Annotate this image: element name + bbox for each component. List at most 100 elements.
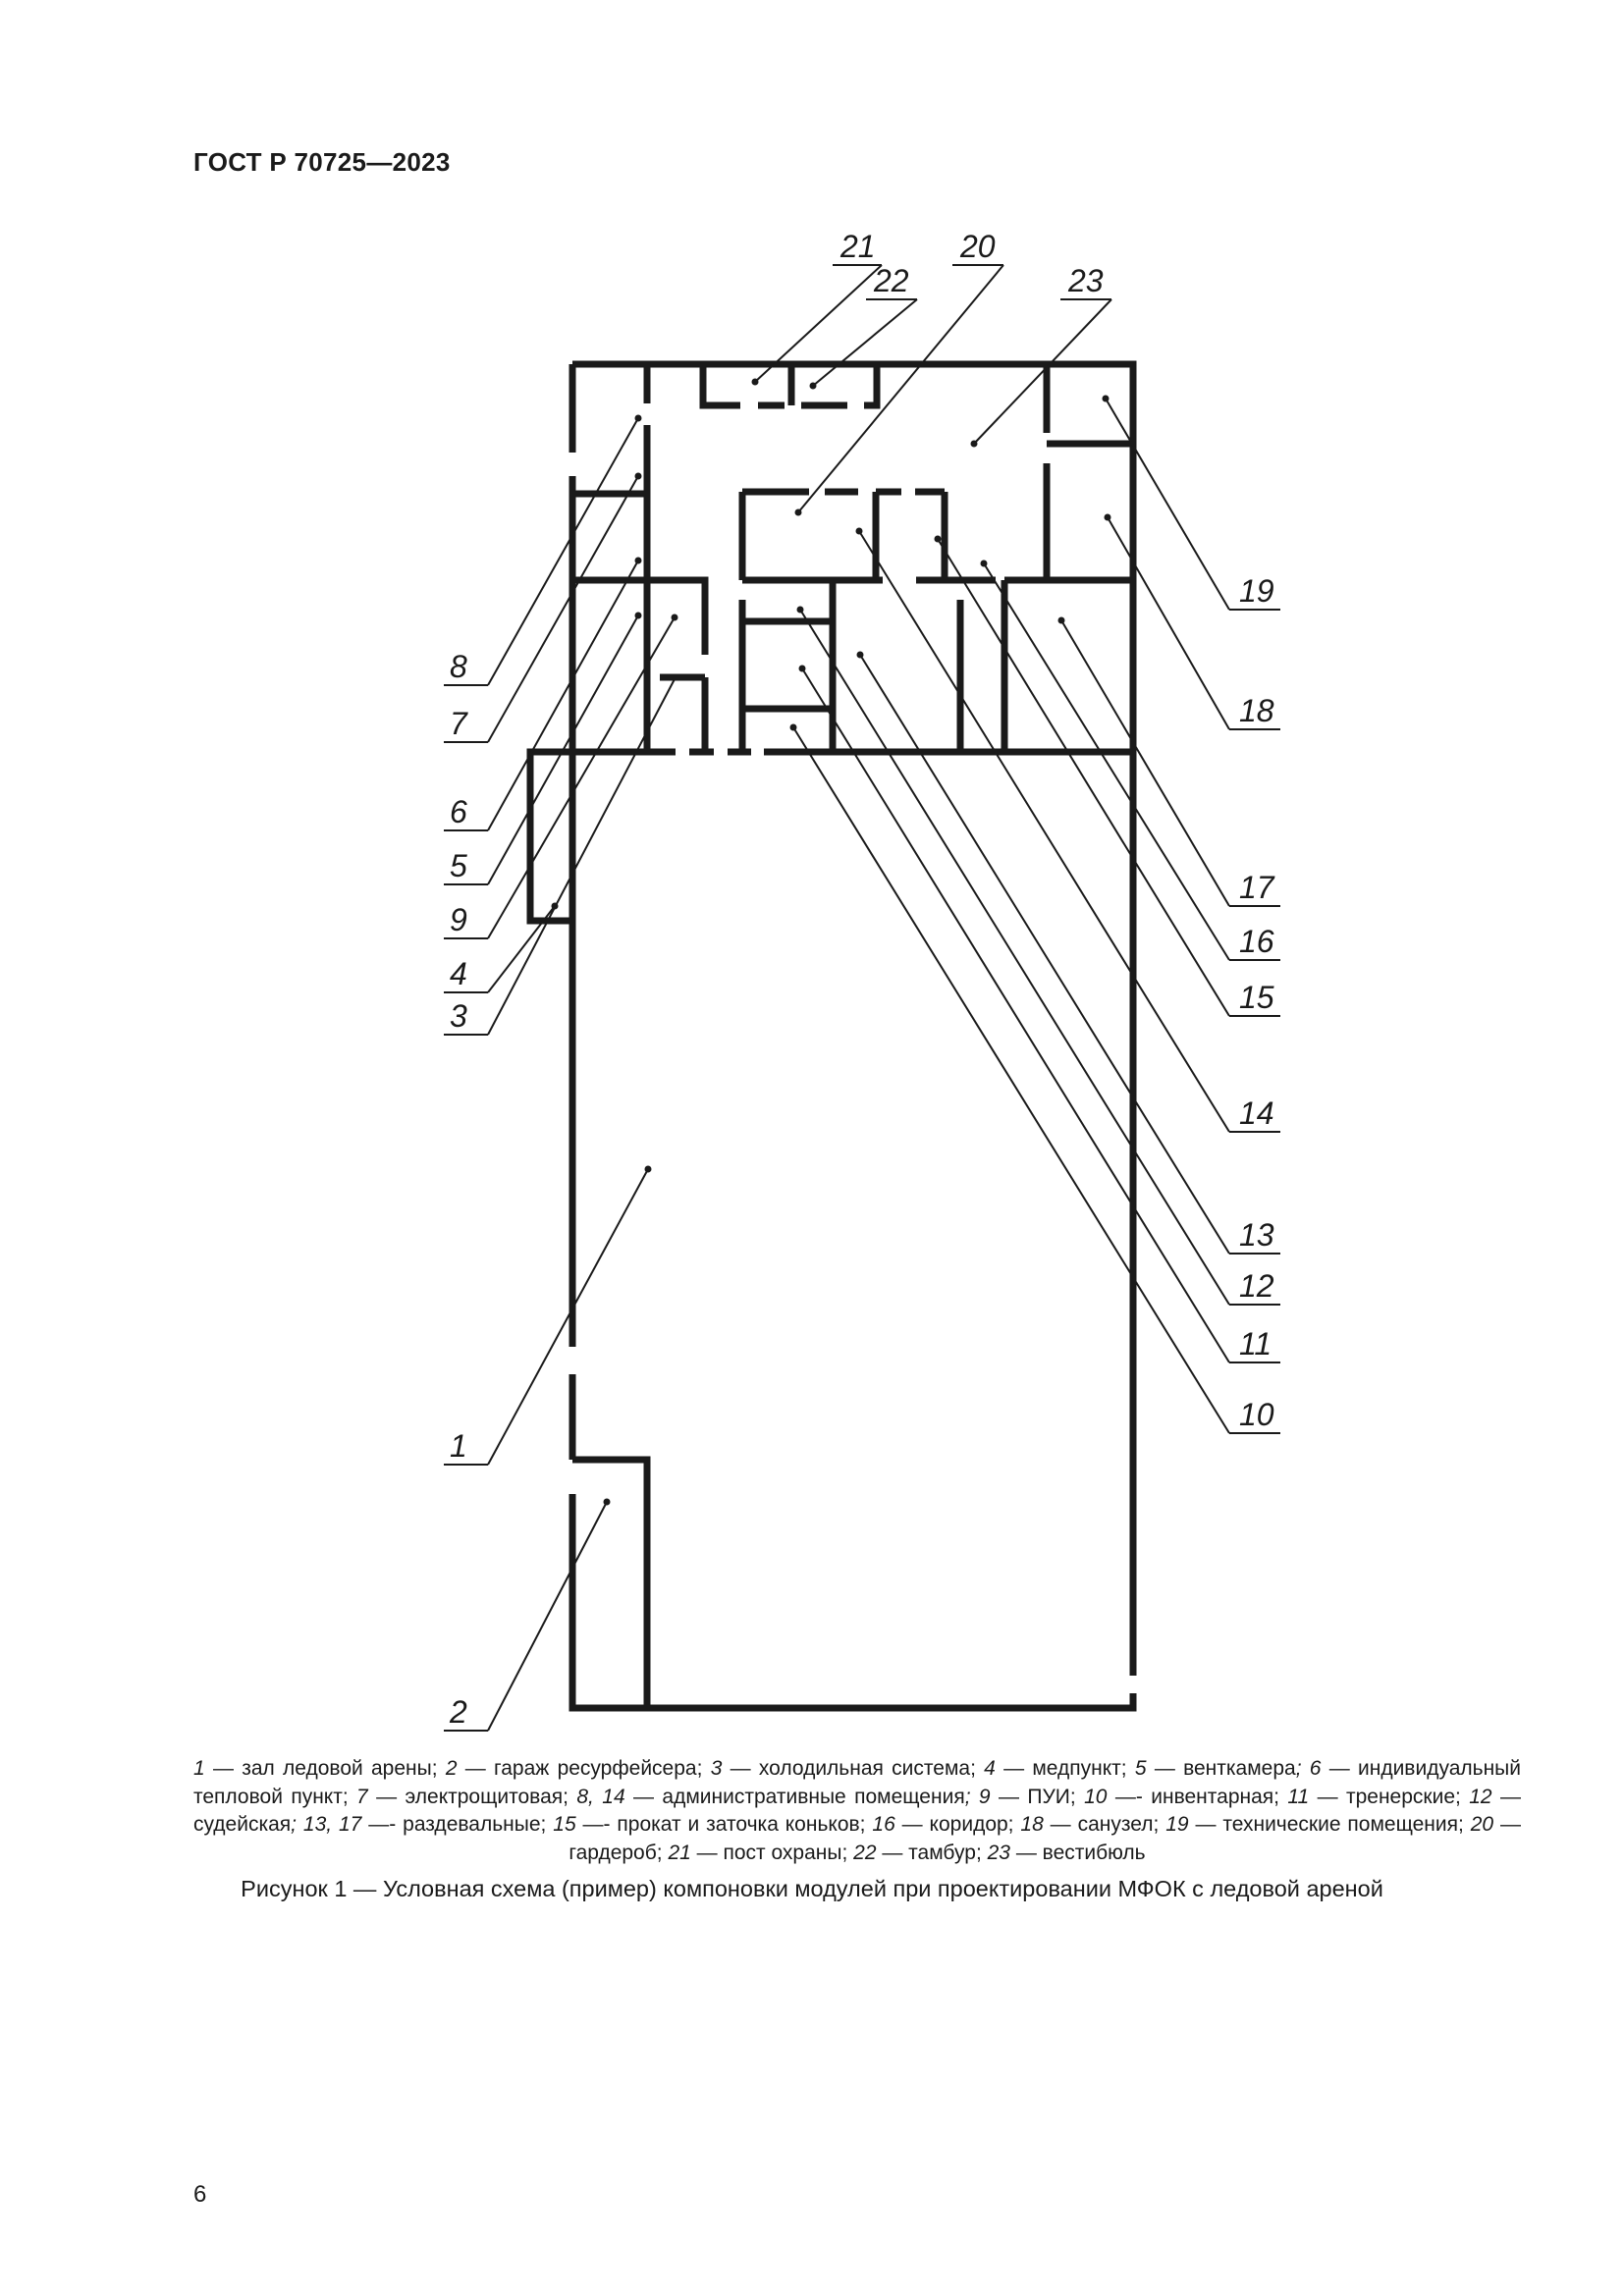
- room-label: 12: [1239, 1268, 1274, 1304]
- room-label: 8: [450, 649, 467, 684]
- room-label: 16: [1239, 924, 1274, 959]
- leader-dot: [1057, 616, 1065, 624]
- leader-line: [797, 264, 1004, 513]
- legend-item: 8, 14 — административные помещения: [576, 1786, 964, 1808]
- legend-item-text: — ПУИ;: [990, 1785, 1085, 1808]
- legend-item-number: 15: [553, 1813, 576, 1836]
- leader-line: [444, 676, 677, 1036]
- legend-item-number: 7: [356, 1785, 368, 1808]
- page-number: 6: [193, 2181, 207, 2208]
- leader-dot: [970, 440, 978, 448]
- legend-item-text: — венткамера: [1146, 1757, 1296, 1780]
- legend-item: 1 — зал ледовой арены;: [193, 1757, 446, 1780]
- legend-item: 2 — гараж ресурфейсера;: [446, 1757, 711, 1780]
- leader-line: [444, 614, 639, 885]
- legend-item-number: 4: [984, 1757, 996, 1780]
- room-label: 23: [1067, 263, 1104, 298]
- legend-item: 7 — электрощитовая;: [356, 1786, 576, 1808]
- legend-item-text: — тамбур;: [876, 1841, 988, 1864]
- room-label: 7: [450, 706, 468, 741]
- room-label: 2: [449, 1694, 467, 1730]
- leader-dot: [1104, 513, 1111, 521]
- leader-line: [812, 298, 918, 387]
- room-label: 22: [873, 263, 909, 298]
- legend-item-number: 11: [1287, 1785, 1310, 1808]
- legend-item: 20 — гардероб;: [568, 1813, 1521, 1864]
- legend-item-text: —- инвентарная;: [1107, 1785, 1288, 1808]
- legend-item-number: 5: [1134, 1757, 1147, 1780]
- legend-item-number: 12: [1469, 1785, 1492, 1808]
- room-label: 18: [1239, 693, 1274, 728]
- leader-dot: [855, 527, 863, 535]
- legend-item: 12 — судейская: [193, 1786, 1521, 1837]
- standard-code-header: ГОСТ Р 70725—2023: [193, 147, 451, 177]
- legend-item-number: 20: [1470, 1813, 1494, 1836]
- leader-dot: [809, 382, 817, 390]
- legend-item-number: ; 6: [1295, 1757, 1322, 1780]
- legend-item: 5 — венткамера: [1135, 1757, 1296, 1780]
- leader-dot: [856, 651, 864, 659]
- leader-dot: [751, 378, 759, 386]
- room-label: 9: [450, 902, 467, 937]
- leader-line: [444, 905, 556, 993]
- leader-dot: [644, 1165, 652, 1173]
- leader-dot: [603, 1498, 611, 1506]
- legend-item-text: — пост охраны;: [690, 1841, 854, 1864]
- leader-line: [799, 609, 1280, 1306]
- room-label: 13: [1239, 1217, 1274, 1253]
- leader-line: [444, 475, 639, 743]
- legend-item-number: 2: [445, 1757, 458, 1780]
- plan-walls: [526, 360, 1137, 1712]
- leader-dot: [980, 560, 988, 567]
- plan-wall: [864, 364, 881, 409]
- plan-wall: [572, 576, 709, 655]
- figure-caption: Рисунок 1 — Условная схема (пример) комп…: [241, 1876, 1383, 1901]
- plan-wall: [526, 748, 572, 925]
- leader-line: [937, 538, 1280, 1017]
- legend-item: ; 6 — индивидуальный тепловой пункт;: [193, 1757, 1521, 1808]
- leader-line: [801, 667, 1280, 1363]
- leader-line: [1107, 516, 1280, 730]
- legend-item: ; 13, 17 —- раздевальные;: [291, 1813, 553, 1836]
- legend-item-text: — гардероб;: [568, 1813, 1521, 1864]
- legend-item-text: — технические помещения;: [1188, 1813, 1471, 1836]
- legend-item-number: 19: [1165, 1813, 1189, 1836]
- legend-item-number: 1: [193, 1757, 205, 1780]
- plan-wall: [572, 1456, 651, 1708]
- legend-item-text: — коридор;: [894, 1813, 1021, 1836]
- figure-legend: 1 — зал ледовой арены; 2 — гараж ресурфе…: [193, 1755, 1521, 1867]
- legend-item-number: 22: [853, 1841, 877, 1864]
- legend-item-number: 23: [987, 1841, 1010, 1864]
- legend-item: 10 —- инвентарная;: [1084, 1786, 1287, 1808]
- legend-item-text: — индивидуальный тепловой пункт;: [193, 1757, 1522, 1808]
- legend-item: 21 — пост охраны;: [668, 1842, 853, 1864]
- leader-dot: [672, 673, 679, 681]
- leader-line: [1060, 619, 1280, 907]
- room-label: 3: [450, 998, 467, 1034]
- leader-line: [754, 264, 883, 383]
- leader-dot: [1102, 395, 1110, 402]
- leader-line: [858, 530, 1280, 1133]
- leader-dot: [789, 723, 797, 731]
- legend-item-number: 18: [1020, 1813, 1044, 1836]
- leader-line: [859, 654, 1280, 1255]
- legend-item-number: 8, 14: [576, 1785, 625, 1808]
- leader-dot: [634, 414, 642, 422]
- legend-item: 23 — вестибюль: [988, 1842, 1146, 1864]
- room-label: 11: [1239, 1326, 1272, 1362]
- legend-item-number: 10: [1084, 1785, 1108, 1808]
- leader-line: [444, 616, 676, 939]
- legend-item-text: — тренерские;: [1309, 1785, 1470, 1808]
- leader-line: [444, 417, 639, 686]
- legend-item: 16 — коридор;: [872, 1813, 1020, 1836]
- legend-item: 22 — тамбур;: [853, 1842, 987, 1864]
- legend-item-text: — санузел;: [1043, 1813, 1166, 1836]
- legend-item-number: ; 9: [964, 1785, 991, 1808]
- room-label: 19: [1239, 573, 1274, 609]
- plan-wall: [572, 360, 1137, 1676]
- legend-item: ; 9 — ПУИ;: [965, 1786, 1084, 1808]
- leader-line: [973, 298, 1112, 445]
- leader-dot: [634, 612, 642, 619]
- legend-item-number: 16: [872, 1813, 895, 1836]
- room-label: 15: [1239, 980, 1274, 1015]
